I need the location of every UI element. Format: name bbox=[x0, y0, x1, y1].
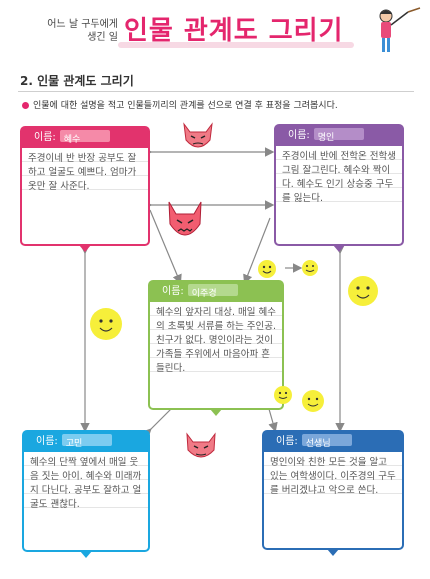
header: 어느 날 구두에게 생긴 일 인물 관계도 그리기 bbox=[0, 0, 430, 60]
card-tail bbox=[80, 551, 92, 558]
smiley-face-icon bbox=[274, 386, 292, 404]
card-header: 이름: 선생님 bbox=[264, 432, 402, 452]
smiley-face-icon bbox=[302, 260, 318, 276]
name-text: 고민 bbox=[65, 439, 83, 449]
subtitle-line-2: 생긴 일 bbox=[87, 32, 118, 43]
name-text: 혜수 bbox=[63, 135, 81, 145]
name-value: 이주경 bbox=[187, 284, 238, 299]
card-tail bbox=[333, 245, 345, 252]
devil-face-icon bbox=[183, 122, 213, 148]
instruction: 인물에 대한 설명을 적고 인물들끼리의 관계를 선으로 연결 후 표정을 그려… bbox=[22, 98, 338, 111]
name-value: 선생님 bbox=[301, 434, 352, 449]
name-text: 선생님 bbox=[305, 439, 331, 449]
card-description: 주경이네 반 반장 공부도 잘하고 얼굴도 예쁘다. 엄마가 옷만 잘 사준다. bbox=[22, 148, 148, 198]
page-title: 인물 관계도 그리기 bbox=[124, 16, 344, 46]
card-tail bbox=[327, 549, 339, 556]
card-description: 혜수의 앞자리 대상. 매일 혜수의 초록빛 서류를 하는 주인공. 친구가 없… bbox=[150, 302, 282, 380]
name-value: 혜수 bbox=[59, 130, 110, 145]
name-value: 명인 bbox=[313, 128, 364, 143]
subtitle-line-1: 어느 날 구두에게 bbox=[47, 19, 118, 30]
name-label: 이름: bbox=[276, 436, 298, 447]
line-topleft-center bbox=[149, 209, 182, 285]
name-value: 고민 bbox=[61, 434, 112, 449]
name-label: 이름: bbox=[162, 286, 184, 297]
name-label: 이름: bbox=[288, 130, 310, 141]
card-header: 이름: 혜수 bbox=[22, 128, 148, 148]
card-tail bbox=[210, 409, 222, 416]
character-card-myeongin: 이름: 명인 주경이네 반에 전학온 전학생 그림 잘그린다. 혜수와 짝이다. … bbox=[274, 124, 404, 252]
devil-face-icon bbox=[186, 432, 216, 458]
name-text: 이주경 bbox=[191, 289, 217, 299]
bullet-icon bbox=[22, 102, 29, 109]
card-header: 이름: 명인 bbox=[276, 126, 402, 146]
card-description: 주경이네 반에 전학온 전학생 그림 잘그린다. 혜수와 짝이다. 혜수도 인기… bbox=[276, 146, 402, 210]
header-subtitle: 어느 날 구두에게 생긴 일 bbox=[10, 18, 118, 44]
name-label: 이름: bbox=[34, 132, 56, 143]
card-header: 이름: 고민 bbox=[24, 432, 148, 452]
card-description: 명인이와 친한 모든 것을 알고 있는 여학생이다. 이주경의 구두를 버리겠냐… bbox=[264, 452, 402, 502]
smiley-face-icon bbox=[302, 390, 324, 412]
section-divider bbox=[18, 91, 414, 92]
smiley-face-icon bbox=[90, 308, 122, 340]
character-card-seonsaengnim: 이름: 선생님 명인이와 친한 모든 것을 알고 있는 여학생이다. 이주경의 구… bbox=[262, 430, 404, 556]
name-label: 이름: bbox=[36, 436, 58, 447]
character-card-gomin: 이름: 고민 혜수의 단짝 옆에서 매일 웃음 짓는 아이. 혜수와 미래까지 다… bbox=[22, 430, 150, 558]
devil-face-icon bbox=[168, 201, 202, 236]
line-topright-center bbox=[243, 217, 271, 285]
instruction-text: 인물에 대한 설명을 적고 인물들끼리의 관계를 선으로 연결 후 표정을 그려… bbox=[33, 101, 338, 111]
boy-with-pointer-icon bbox=[379, 7, 421, 52]
title-underline bbox=[118, 42, 354, 48]
smiley-face-icon bbox=[258, 260, 276, 278]
section-title: 2. 인물 관계도 그리기 bbox=[20, 74, 134, 88]
character-card-ijugyeong: 이름: 이주경 혜수의 앞자리 대상. 매일 혜수의 초록빛 서류를 하는 주인공… bbox=[148, 280, 284, 416]
character-card-hyesu: 이름: 혜수 주경이네 반 반장 공부도 잘하고 얼굴도 예쁘다. 엄마가 옷만 … bbox=[20, 126, 150, 252]
card-description: 혜수의 단짝 옆에서 매일 웃음 짓는 아이. 혜수와 미래까지 다닌다. 공부… bbox=[24, 452, 148, 516]
name-text: 명인 bbox=[317, 133, 335, 143]
smiley-face-icon bbox=[348, 276, 378, 306]
card-header: 이름: 이주경 bbox=[150, 282, 282, 302]
card-tail bbox=[79, 245, 91, 252]
